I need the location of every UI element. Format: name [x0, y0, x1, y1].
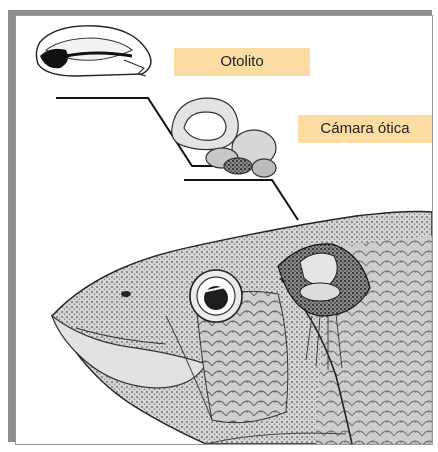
otic-chamber-drawing	[172, 98, 276, 177]
otic-chamber-label: Cámara ótica	[298, 115, 432, 143]
otolith-drawing	[36, 26, 151, 76]
fish-illustration	[16, 16, 432, 444]
fish-head	[52, 212, 432, 445]
figure-frame: Otolito Cámara ótica	[16, 16, 432, 444]
otolith-label: Otolito	[174, 48, 310, 76]
